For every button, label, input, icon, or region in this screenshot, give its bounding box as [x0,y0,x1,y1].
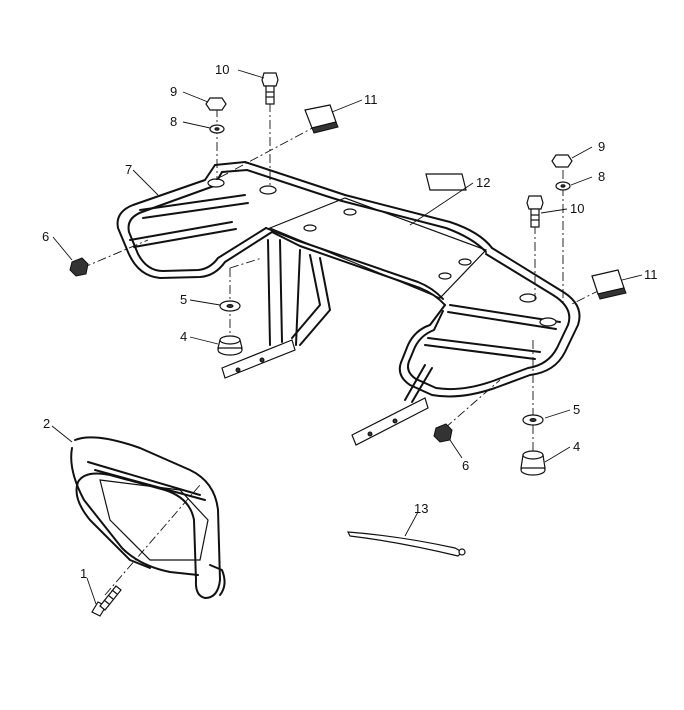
callout-12: 12 [476,175,490,190]
rear-rack-frame [116,161,581,446]
callout-labels: 1 2 4 4 5 5 6 6 7 8 8 9 9 10 10 11 11 12… [42,62,658,581]
flange-nut-left [217,335,243,356]
nut-right-top [551,154,573,168]
callout-5-left: 5 [180,292,187,307]
callout-9-left: 9 [170,84,177,99]
bolt-right [526,195,544,228]
callout-1: 1 [80,566,87,581]
callout-4-left: 4 [180,329,187,344]
callout-8-left: 8 [170,114,177,129]
bolt-left [261,72,279,105]
bolt-lower [91,585,122,617]
callout-10-left: 10 [215,62,229,77]
hardware [69,72,627,617]
callout-4-right: 4 [573,439,580,454]
nut-right-side [433,423,453,443]
leader-lines [51,69,643,605]
callout-6-left: 6 [42,229,49,244]
bumper-loop [70,436,226,599]
callout-2: 2 [43,416,50,431]
flange-nut-right [520,450,546,476]
nut-left-side [69,257,89,277]
callout-7: 7 [125,162,132,177]
callout-6-right: 6 [462,458,469,473]
decal-label [425,173,467,191]
callout-11-left: 11 [364,92,378,107]
nut-left-top [205,97,227,111]
callout-5-right: 5 [573,402,580,417]
callout-11-right: 11 [644,267,658,282]
callout-10-right: 10 [570,201,584,216]
callout-8-right: 8 [598,169,605,184]
callout-9-right: 9 [598,139,605,154]
callout-13: 13 [414,501,428,516]
